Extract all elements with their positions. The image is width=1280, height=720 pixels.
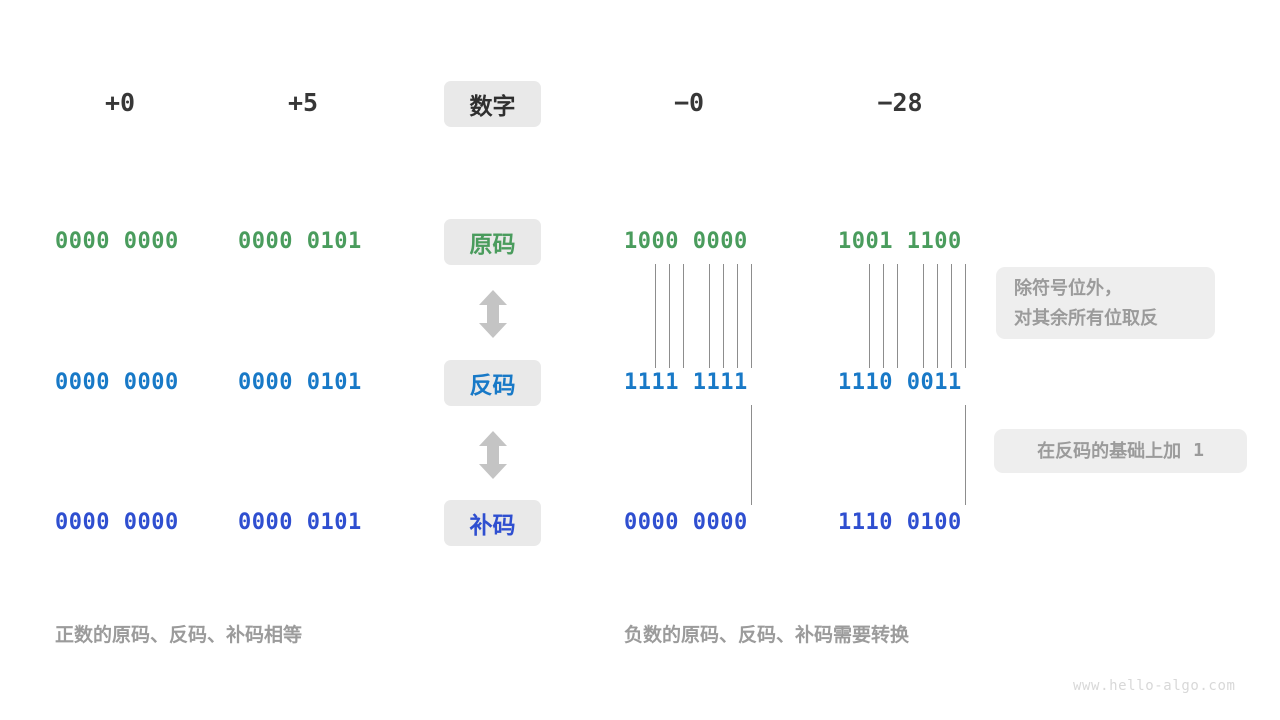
watermark: www.hello-algo.com: [1073, 678, 1236, 694]
bit-connector-line: [655, 264, 656, 368]
row-label-twos-complement: 补码: [444, 500, 541, 546]
bit-connector-line: [683, 264, 684, 368]
twos-complement-value-minus-zero: 0000 0000: [624, 510, 748, 535]
column-header-plus-five: +5: [287, 88, 319, 117]
carry-connector-line-minus-twentyeight: [965, 405, 966, 505]
ones-complement-value-minus-twentyeight: 1110 0011: [838, 370, 962, 395]
bit-connector-line: [751, 264, 752, 368]
row-label-true-form: 原码: [444, 219, 541, 265]
bit-connector-line: [965, 264, 966, 368]
true-form-value-plus-zero: 0000 0000: [55, 229, 179, 254]
note-add-one: 在反码的基础上加 1: [994, 429, 1247, 473]
bit-connector-line: [883, 264, 884, 368]
bit-connector-line: [937, 264, 938, 368]
column-header-minus-twentyeight: −28: [877, 88, 923, 117]
row-label-number: 数字: [444, 81, 541, 127]
column-header-minus-zero: −0: [673, 88, 705, 117]
caption-positive: 正数的原码、反码、补码相等: [55, 625, 303, 646]
bit-connector-line: [737, 264, 738, 368]
column-header-plus-zero: +0: [104, 88, 136, 117]
double-arrow-vertical-icon-top: [478, 290, 508, 343]
carry-connector-line-minus-zero: [751, 405, 752, 505]
double-arrow-vertical-icon-bottom: [478, 431, 508, 484]
bit-connector-line: [923, 264, 924, 368]
bit-connector-line: [669, 264, 670, 368]
true-form-value-minus-twentyeight: 1001 1100: [838, 229, 962, 254]
note-add-one-value: 1: [1193, 440, 1204, 461]
row-label-ones-complement: 反码: [444, 360, 541, 406]
bit-connector-line: [723, 264, 724, 368]
note-add-one-prefix: 在反码的基础上加: [1037, 441, 1182, 461]
bit-connector-line: [709, 264, 710, 368]
note-invert-bits: 除符号位外， 对其余所有位取反: [996, 267, 1215, 339]
twos-complement-value-plus-five: 0000 0101: [238, 510, 362, 535]
twos-complement-value-minus-twentyeight: 1110 0100: [838, 510, 962, 535]
bit-connector-line: [869, 264, 870, 368]
twos-complement-value-plus-zero: 0000 0000: [55, 510, 179, 535]
note-invert-line2: 对其余所有位取反: [1014, 308, 1158, 328]
bit-connector-line: [897, 264, 898, 368]
bit-connector-line: [951, 264, 952, 368]
ones-complement-value-plus-zero: 0000 0000: [55, 370, 179, 395]
ones-complement-value-minus-zero: 1111 1111: [624, 370, 748, 395]
true-form-value-minus-zero: 1000 0000: [624, 229, 748, 254]
ones-complement-value-plus-five: 0000 0101: [238, 370, 362, 395]
true-form-value-plus-five: 0000 0101: [238, 229, 362, 254]
note-invert-line1: 除符号位外，: [1014, 278, 1122, 298]
caption-negative: 负数的原码、反码、补码需要转换: [624, 625, 910, 646]
